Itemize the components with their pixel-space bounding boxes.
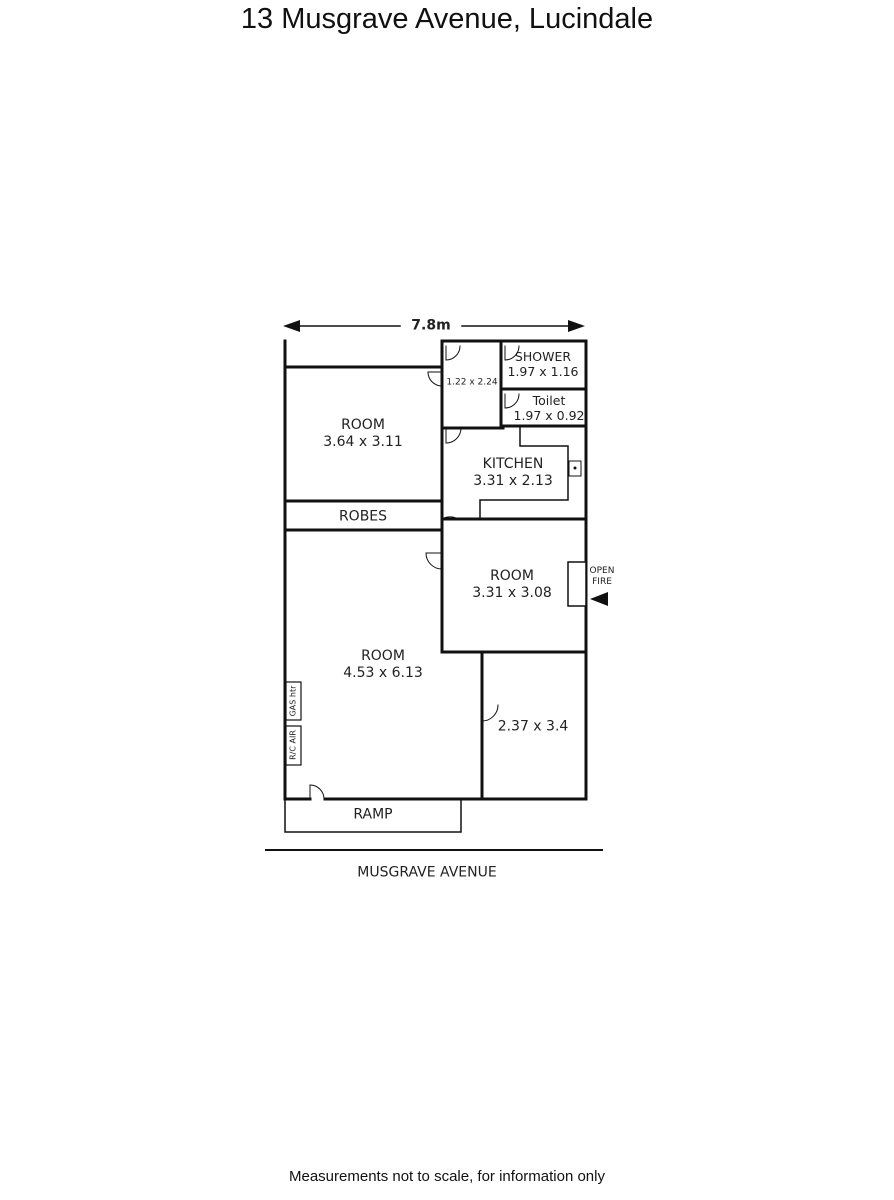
room-se[interactable]: 2.37 x 3.4 [498, 719, 569, 736]
street-label: MUSGRAVE AVENUE [357, 864, 497, 881]
ramp-name: RAMP [353, 806, 393, 823]
toilet[interactable]: Toilet 1.97 x 0.92 [513, 393, 584, 423]
doors [309, 345, 520, 800]
ramp[interactable]: RAMP [353, 807, 392, 824]
toilet-name: Toilet [532, 393, 566, 408]
hall-dims: 1.22 x 2.24 [446, 377, 498, 388]
room-nw-dims: 3.64 x 3.11 [323, 434, 403, 450]
open-fire-line1: OPEN [589, 566, 615, 577]
open-fire-label: OPEN FIRE [590, 566, 615, 588]
disclaimer: Measurements not to scale, for informati… [289, 1168, 605, 1185]
robes-name: ROBES [338, 508, 388, 525]
open-fire-line2: FIRE [592, 577, 612, 587]
room-nw-name: ROOM [341, 417, 385, 434]
robes[interactable]: ROBES [339, 509, 387, 526]
kitchen[interactable]: KITCHEN 3.31 x 2.13 [473, 456, 553, 490]
room-main[interactable]: ROOM 4.53 x 6.13 [343, 648, 423, 682]
plan-title: 13 Musgrave Avenue, Lucindale [240, 3, 654, 35]
toilet-dims: 1.97 x 0.92 [513, 408, 585, 423]
room-mid-name: ROOM [490, 568, 534, 585]
room-mid-dims: 3.31 x 3.08 [472, 585, 552, 601]
shower[interactable]: SHOWER 1.97 x 1.16 [507, 349, 578, 379]
shower-name: SHOWER [514, 349, 572, 364]
kitchen-name: KITCHEN [482, 456, 544, 473]
kitchen-dims: 3.31 x 2.13 [473, 473, 553, 489]
rc-air-label: R/C AIR [288, 730, 298, 760]
room-nw[interactable]: ROOM 3.64 x 3.11 [323, 417, 403, 451]
hall[interactable]: 1.22 x 2.24 [446, 378, 497, 389]
shower-dims: 1.97 x 1.16 [507, 364, 579, 379]
room-main-name: ROOM [361, 648, 405, 665]
room-se-dims: 2.37 x 3.4 [497, 718, 569, 735]
gas-heater-label: GAS htr [288, 685, 298, 717]
room-mid[interactable]: ROOM 3.31 x 3.08 [472, 568, 552, 602]
width-dimension-label: 7.8m [407, 317, 455, 335]
room-main-dims: 4.53 x 6.13 [343, 665, 423, 681]
